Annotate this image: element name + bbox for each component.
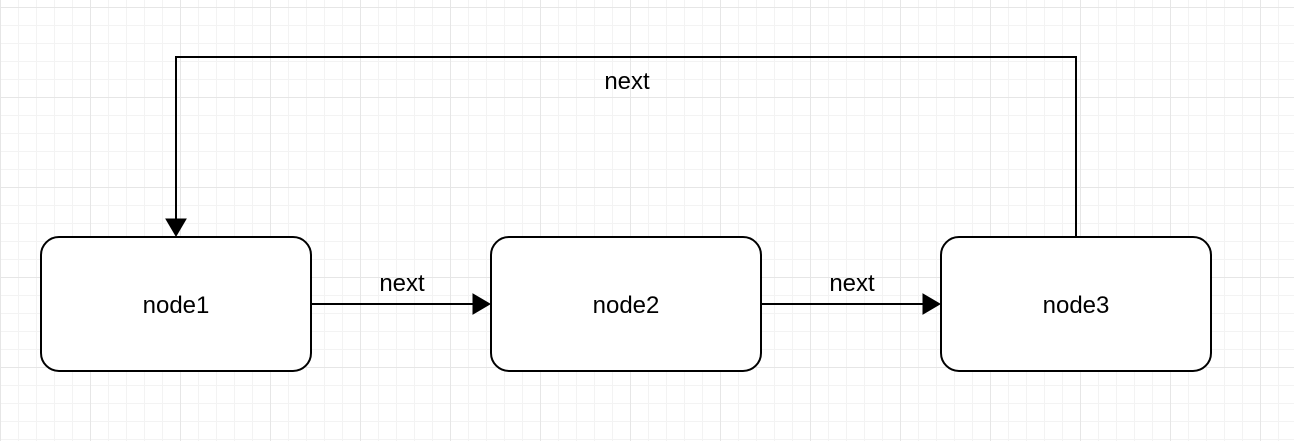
edge-label-node2-node3: next — [829, 270, 875, 297]
edge-node2-to-node3[interactable]: next — [761, 270, 941, 315]
node-node2[interactable]: node2 — [490, 236, 762, 372]
edge-node3-to-node1[interactable]: next — [165, 56, 1077, 237]
node-label: node1 — [143, 292, 210, 319]
arrowhead-icon — [922, 293, 941, 315]
node-node1[interactable]: node1 — [40, 236, 312, 372]
edge-line-node3-node1 — [175, 56, 1077, 236]
node-node3[interactable]: node3 — [940, 236, 1212, 372]
arrowhead-icon — [472, 293, 491, 315]
node-label: node3 — [1043, 292, 1110, 319]
node-box — [40, 236, 312, 372]
arrowhead-icon — [165, 218, 187, 237]
node-box — [490, 236, 762, 372]
edge-label-node3-node1: next — [604, 68, 650, 95]
node-box — [940, 236, 1212, 372]
edge-label-node1-node2: next — [379, 270, 425, 297]
edge-node1-to-node2[interactable]: next — [311, 270, 491, 315]
node-label: node2 — [593, 292, 660, 319]
